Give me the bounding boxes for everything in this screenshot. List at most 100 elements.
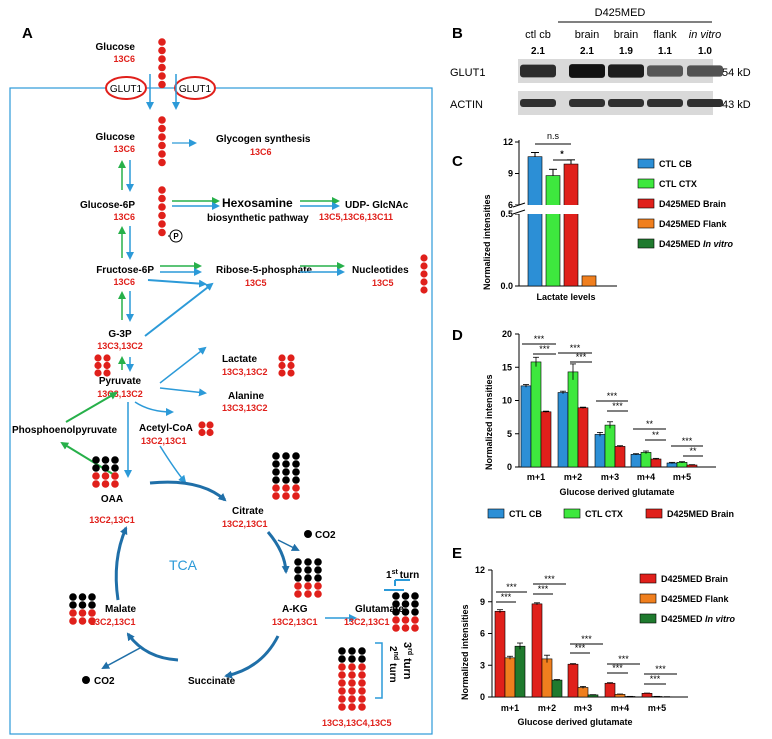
carbon-dot xyxy=(292,452,300,460)
y-tick-label: 5 xyxy=(507,429,512,439)
legend-text: D425MED Brain xyxy=(661,574,728,584)
carbon-dot xyxy=(358,663,366,671)
blot-lane-ratio: 2.1 xyxy=(531,46,545,57)
g3p-label: G-3P xyxy=(108,329,132,340)
f6p-iso: 13C6 xyxy=(113,277,135,287)
sig-label: ** xyxy=(652,430,660,440)
nucleotides-label: Nucleotides xyxy=(352,265,409,276)
carbon-dot xyxy=(272,484,280,492)
malate-label: Malate xyxy=(105,604,137,615)
g6p-iso: 13C6 xyxy=(113,212,135,222)
turn2-word: turn xyxy=(387,663,398,682)
panel-a: A Glucose 13C6 GLUT1 GLUT1 Glucose 13C6 … xyxy=(9,25,433,735)
glutamate-carbons xyxy=(392,592,419,632)
carbon-dot xyxy=(101,472,110,480)
citrate-carbons xyxy=(272,452,300,500)
co2-release-arrow-1 xyxy=(277,539,300,551)
glut1-left-transporter xyxy=(105,76,147,100)
carbon-dot xyxy=(103,361,111,370)
carbon-dot xyxy=(358,679,366,687)
blot-band xyxy=(608,64,644,78)
carbon-dot xyxy=(78,601,87,609)
carbon-dot xyxy=(358,703,366,711)
blot-band xyxy=(569,64,605,78)
sig-label: *** xyxy=(618,654,629,664)
y-tick-label: 0.0 xyxy=(500,281,513,291)
turn3-sup: rd xyxy=(406,648,413,655)
carbon-dot xyxy=(314,582,322,590)
bar xyxy=(604,682,616,698)
carbon-dot xyxy=(292,484,300,492)
pyruvate-carbons xyxy=(94,354,111,377)
glutamate-multiturn-carbons xyxy=(338,647,366,711)
y-tick-label: 0 xyxy=(507,462,512,472)
glucose-top-carbons xyxy=(158,38,166,89)
carbon-dot xyxy=(338,655,346,663)
blot-lane-label: in vitro xyxy=(689,29,721,41)
y-tick-label: 12 xyxy=(475,565,485,575)
legend-swatch xyxy=(637,178,655,189)
legend-swatch xyxy=(637,218,655,229)
turn1-bracket xyxy=(394,579,410,586)
sig-label: *** xyxy=(607,391,618,401)
carbon-dot xyxy=(158,80,166,89)
carbon-dot xyxy=(101,464,110,472)
blot-band xyxy=(687,65,723,77)
bar xyxy=(563,163,579,287)
y-axis-label: Normalized intensities xyxy=(482,194,492,290)
carbon-dot xyxy=(348,671,356,679)
legend-label: D425MED In vitro xyxy=(659,239,734,249)
udp-label: UDP- GlcNAc xyxy=(345,200,409,211)
blot-lane-ratio: 2.1 xyxy=(580,46,594,57)
sig-label: *** xyxy=(570,343,581,353)
acetylcoa-to-citrate-arrow xyxy=(159,445,187,484)
carbon-dot xyxy=(348,663,356,671)
legend-swatch xyxy=(639,613,657,624)
co2-a-carbon xyxy=(304,530,312,538)
sig-label: *** xyxy=(576,352,587,362)
g6p-label: Glucose-6P xyxy=(80,200,135,211)
co2-release-arrow-2 xyxy=(101,647,141,669)
bar xyxy=(577,687,589,698)
sig-label: n.s xyxy=(547,131,560,141)
carbon-dot xyxy=(348,655,356,663)
carbon-dot xyxy=(158,186,166,194)
sig-label: ** xyxy=(646,419,654,429)
sig-label: *** xyxy=(539,344,550,354)
carbon-dot xyxy=(111,472,119,480)
carbon-dot xyxy=(392,616,400,624)
carbon-dot xyxy=(158,220,166,228)
legend-text: CTL CB xyxy=(659,159,692,169)
carbon-dot xyxy=(69,617,77,625)
panel-b-letter: B xyxy=(452,25,463,42)
carbon-dot xyxy=(69,601,77,609)
hexosamine-label: Hexosamine xyxy=(222,196,293,210)
oaa-iso: 13C2,13C1 xyxy=(89,515,135,525)
carbon-dot xyxy=(88,617,96,625)
y-tick-label: 6 xyxy=(508,200,513,210)
carbon-dot xyxy=(411,624,419,632)
bar xyxy=(581,275,597,287)
carbon-dot xyxy=(101,456,110,464)
sig-label: *** xyxy=(501,592,512,602)
carbon-dot xyxy=(198,428,206,437)
carbon-dot xyxy=(282,460,290,468)
r5p-label: Ribose-5-phosphate xyxy=(216,265,313,276)
axis-break xyxy=(513,205,613,214)
carbon-dot xyxy=(314,590,322,598)
bar xyxy=(557,392,569,468)
bottom-iso: 13C3,13C4,13C5 xyxy=(322,718,392,728)
legend-swatch xyxy=(637,238,655,249)
legend-swatch xyxy=(563,508,581,519)
malate-carbons xyxy=(69,593,96,625)
sig-label: ** xyxy=(689,446,697,456)
carbon-dot xyxy=(282,484,290,492)
pyruvate-to-alanine-arrow xyxy=(159,387,207,397)
x-tick-label: m+4 xyxy=(611,703,629,713)
carbon-dot xyxy=(78,609,87,617)
y-tick-label: 0.5 xyxy=(500,209,513,219)
carbon-dot xyxy=(206,421,214,429)
carbon-dot xyxy=(282,492,290,500)
